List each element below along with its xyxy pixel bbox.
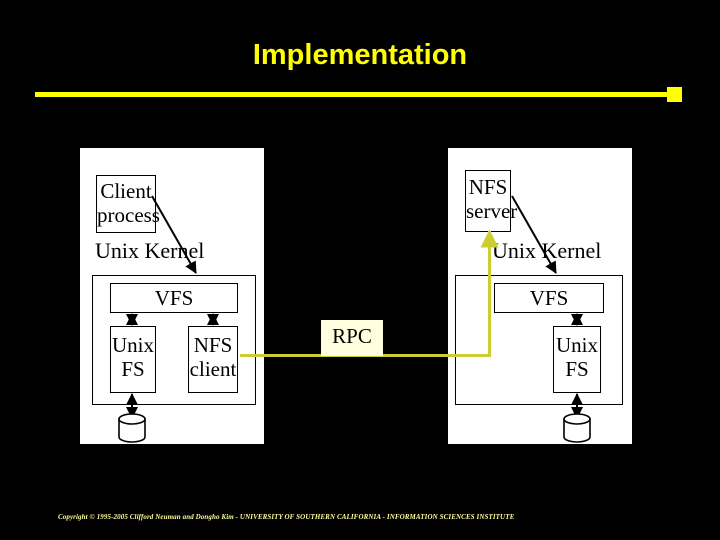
client-unix-fs-box[interactable]: Unix FS xyxy=(110,326,156,393)
client-unix-fs-label-line1: Unix xyxy=(112,333,154,357)
client-unix-fs-label-line2: FS xyxy=(121,357,145,381)
client-process-box[interactable]: Client process xyxy=(96,175,160,233)
server-unix-fs-box[interactable]: Unix FS xyxy=(553,326,601,393)
nfs-client-label-line2: client xyxy=(189,357,237,381)
server-unix-fs-label-line1: Unix xyxy=(556,333,598,357)
server-unix-fs-label-line2: FS xyxy=(565,357,589,381)
nfs-server-label-line2: server xyxy=(466,199,518,223)
client-process-label-line2: process xyxy=(97,203,160,227)
title-divider-end-cap xyxy=(667,87,682,102)
nfs-client-label-line1: NFS xyxy=(193,333,233,357)
rpc-label: RPC xyxy=(332,324,372,348)
server-kernel-box xyxy=(455,275,623,405)
server-vfs-label: VFS xyxy=(529,286,569,310)
nfs-server-label-line1: NFS xyxy=(468,175,508,199)
nfs-client-box[interactable]: NFS client xyxy=(188,326,238,393)
client-process-label-line1: Client xyxy=(100,179,152,203)
title-divider xyxy=(35,92,667,97)
nfs-server-box[interactable]: NFS server xyxy=(465,170,518,232)
client-vfs-label: VFS xyxy=(154,286,194,310)
server-kernel-caption: Unix Kernel xyxy=(492,238,602,263)
page-title: Implementation xyxy=(252,39,468,71)
rpc-label-box[interactable]: RPC xyxy=(321,320,383,356)
client-kernel-box xyxy=(92,275,256,405)
server-vfs-box[interactable]: VFS xyxy=(494,283,604,313)
client-kernel-caption: Unix Kernel xyxy=(95,238,205,263)
copyright-notice: Copyright © 1995-2005 Clifford Neuman an… xyxy=(58,513,515,521)
client-vfs-box[interactable]: VFS xyxy=(110,283,238,313)
rpc-connector-vertical xyxy=(488,233,491,357)
